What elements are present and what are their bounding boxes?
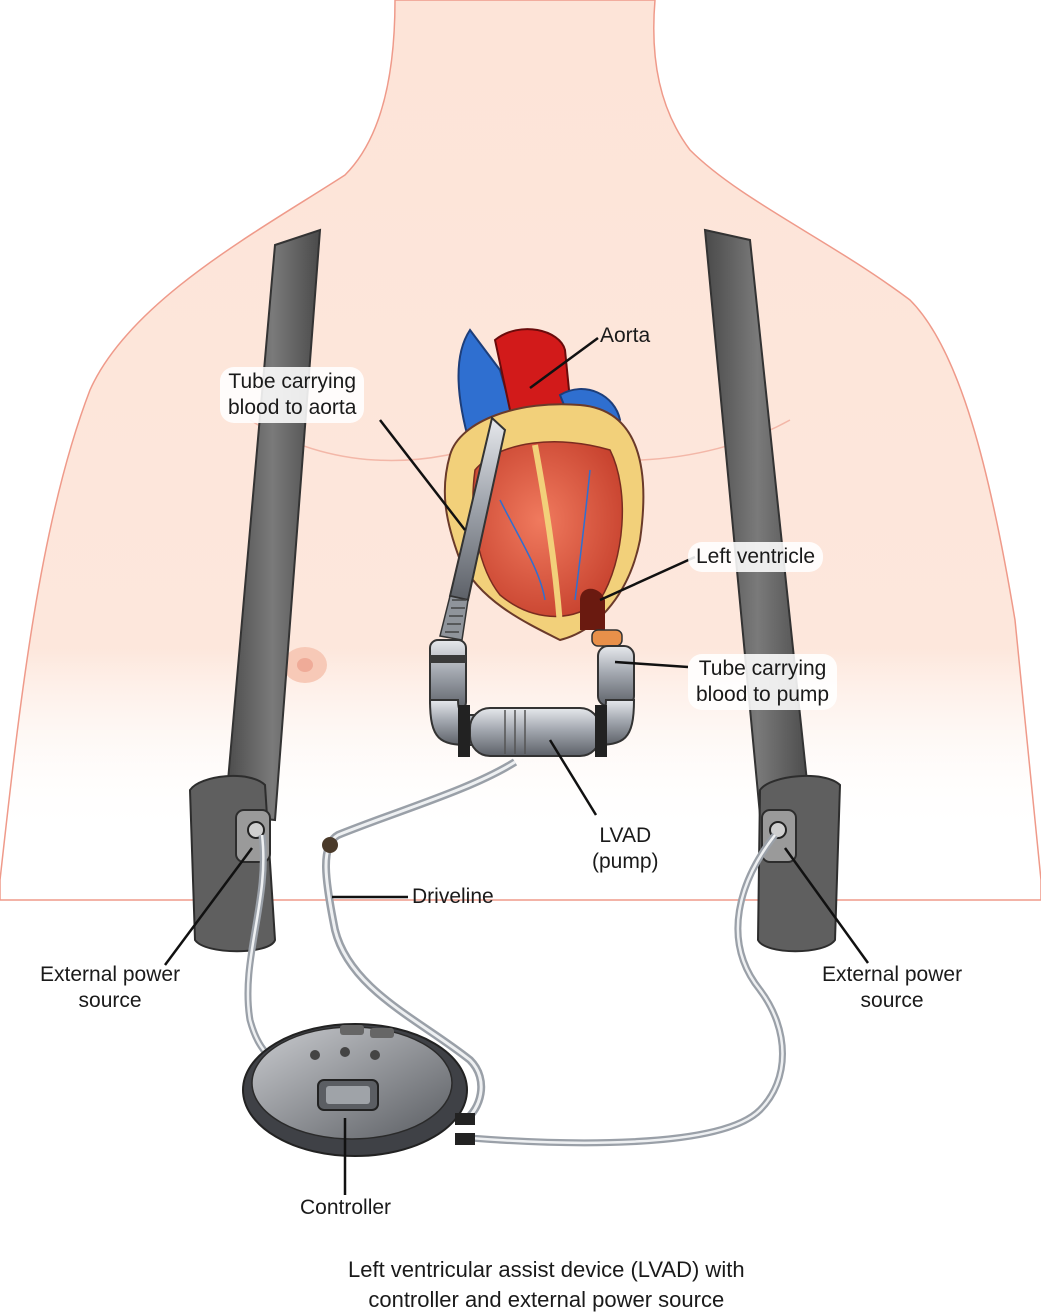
right-battery (758, 776, 840, 951)
label-driveline: Driveline (412, 884, 494, 910)
figure-caption-line2: controller and external power source (348, 1285, 745, 1315)
label-external-power-left-line1: External power (40, 962, 180, 988)
label-lvad-line2: (pump) (592, 849, 659, 875)
figure-caption: Left ventricular assist device (LVAD) wi… (348, 1255, 745, 1315)
label-tube-to-aorta: Tube carrying blood to aorta (220, 367, 364, 423)
label-lvad: LVAD (pump) (592, 823, 659, 875)
label-left-ventricle: Left ventricle (688, 542, 823, 572)
label-tube-to-pump: Tube carrying blood to pump (688, 654, 837, 710)
label-controller: Controller (300, 1195, 391, 1221)
label-external-power-left-line2: source (40, 988, 180, 1014)
label-lvad-line1: LVAD (592, 823, 659, 849)
label-tube-to-pump-line1: Tube carrying (696, 656, 829, 682)
label-tube-to-aorta-line2: blood to aorta (228, 395, 356, 421)
label-external-power-right-line2: source (822, 988, 962, 1014)
label-tube-to-pump-line2: blood to pump (696, 682, 829, 708)
label-aorta: Aorta (600, 323, 650, 349)
label-tube-to-aorta-line1: Tube carrying (228, 369, 356, 395)
lvad-pump (430, 700, 634, 757)
label-external-power-right-line1: External power (822, 962, 962, 988)
figure-caption-line1: Left ventricular assist device (LVAD) wi… (348, 1255, 745, 1285)
controller-device (243, 1024, 475, 1156)
label-external-power-left: External power source (40, 962, 180, 1014)
label-external-power-right: External power source (822, 962, 962, 1014)
